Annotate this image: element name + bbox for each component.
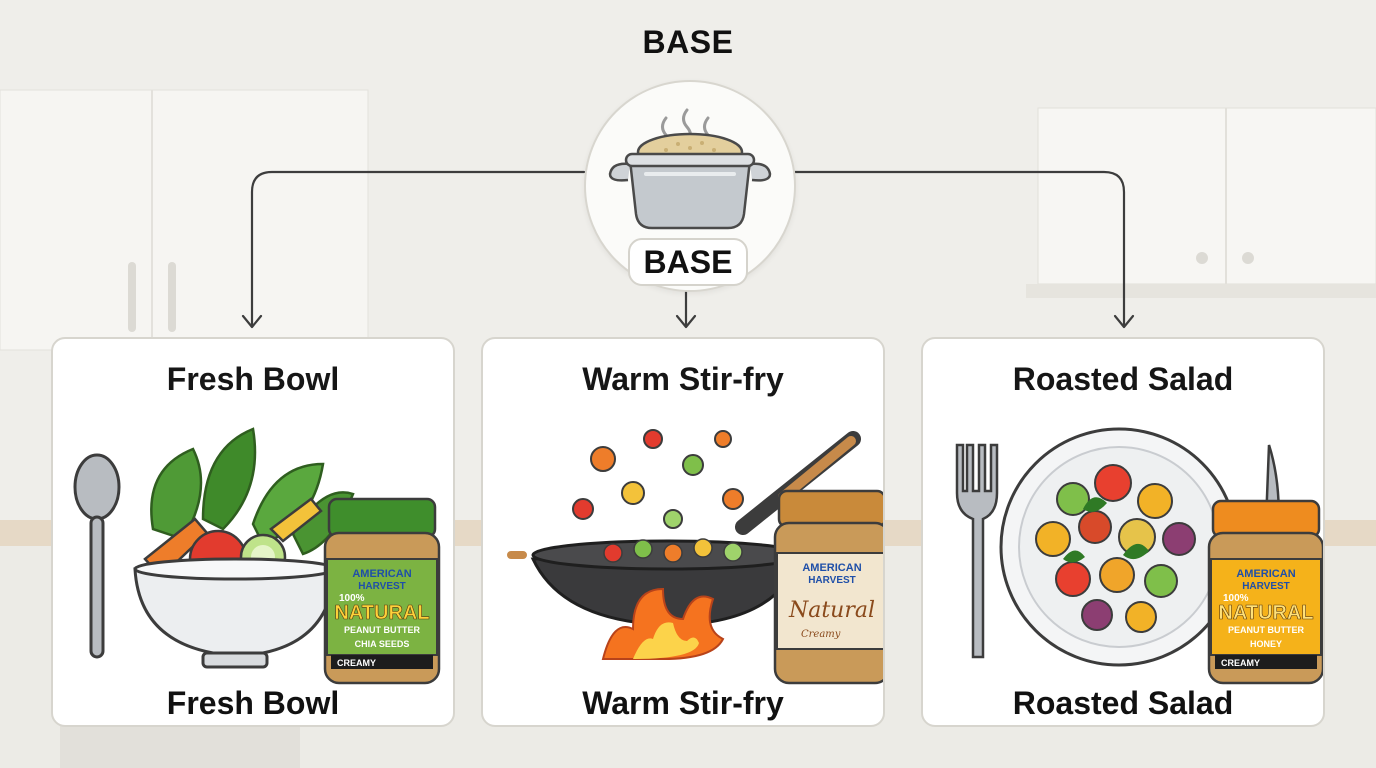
spoon-icon	[75, 455, 119, 657]
card-warm-stir-fry: Warm Stir-fry	[481, 337, 885, 727]
card-caption: Warm Stir-fry	[483, 685, 883, 722]
jar-product: PEANUT BUTTER	[344, 625, 420, 635]
card-caption: Fresh Bowl	[53, 685, 453, 722]
jar-brand: Natural	[788, 598, 875, 623]
jar-texture: CREAMY	[1221, 658, 1260, 668]
card-caption: Roasted Salad	[923, 685, 1323, 722]
jar-product: PEANUT BUTTER	[1228, 625, 1304, 635]
jar-brand: NATURAL	[1218, 602, 1313, 624]
jar-line1: AMERICAN	[802, 562, 861, 574]
jar-line1: AMERICAN	[1236, 568, 1295, 580]
connector-right	[792, 172, 1124, 326]
card-title: Fresh Bowl	[53, 361, 453, 398]
jar-brand: NATURAL	[334, 602, 429, 624]
connector-center-arrow	[677, 316, 695, 327]
roasted-salad-plate-illustration: AMERICAN HARVEST 100% NATURAL PEANUT BUT…	[923, 409, 1323, 685]
connector-right-arrow	[1115, 316, 1133, 327]
connector-left	[252, 172, 584, 326]
jar-texture: CREAMY	[337, 658, 376, 668]
base-badge: BASE	[628, 238, 748, 286]
peanut-butter-jar-natural: AMERICAN HARVEST Natural Creamy	[775, 491, 883, 683]
jar-line1: AMERICAN	[352, 568, 411, 580]
jar-line2: HARVEST	[358, 581, 406, 592]
wok-illustration: AMERICAN HARVEST Natural Creamy	[483, 409, 883, 685]
card-title: Roasted Salad	[923, 361, 1323, 398]
card-title: Warm Stir-fry	[483, 361, 883, 398]
jar-variant: CHIA SEEDS	[355, 639, 410, 649]
card-fresh-bowl: Fresh Bowl	[51, 337, 455, 727]
jar-variant: HONEY	[1250, 639, 1282, 649]
jar-line2: HARVEST	[1242, 581, 1290, 592]
connector-left-arrow	[243, 316, 261, 327]
peanut-butter-jar-chia: AMERICAN HARVEST 100% NATURAL PEANUT BUT…	[325, 499, 439, 683]
top-label: BASE	[588, 24, 788, 61]
fork-icon	[957, 445, 997, 657]
jar-texture: Creamy	[801, 629, 841, 640]
peanut-butter-jar-honey: AMERICAN HARVEST 100% NATURAL PEANUT BUT…	[1209, 501, 1323, 683]
jar-line2: HARVEST	[808, 575, 856, 586]
salad-bowl-illustration: AMERICAN HARVEST 100% NATURAL PEANUT BUT…	[53, 409, 453, 685]
card-roasted-salad: Roasted Salad	[921, 337, 1325, 727]
